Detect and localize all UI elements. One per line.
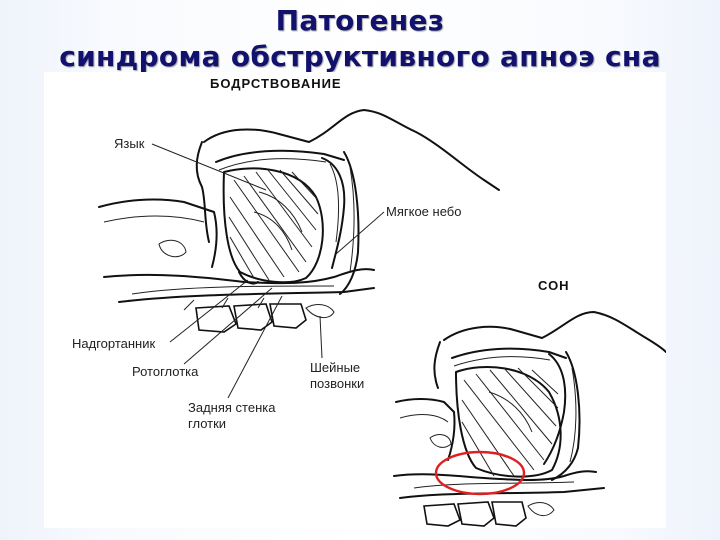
anatomy-figure-panel: БОДРСТВОВАНИЕ Язык Мягкое небо Надгортан… [44, 72, 666, 528]
label-soft-palate: Мягкое небо [386, 204, 461, 219]
airway-obstruction-highlight [434, 450, 526, 496]
sleep-anatomy-drawing [393, 311, 666, 527]
epiglottis-leader-line [169, 279, 249, 343]
posterior-wall-leader-line [227, 295, 283, 399]
oropharynx-leader-line [183, 287, 273, 365]
awake-state-header: БОДРСТВОВАНИЕ [210, 76, 342, 91]
airway-anatomy-diagram: БОДРСТВОВАНИЕ Язык Мягкое небо Надгортан… [72, 76, 666, 527]
label-posterior-wall-line1: Задняя стенка [188, 400, 276, 415]
label-cervical-vertebrae-line2: позвонки [310, 376, 364, 391]
label-posterior-wall-line2: глотки [188, 416, 226, 431]
label-oropharynx: Ротоглотка [132, 364, 199, 379]
slide-title-line-2: синдрома обструктивного апноэ сна [59, 40, 661, 73]
tongue-leader-line [151, 143, 267, 191]
awake-anatomy-drawing [98, 109, 500, 333]
sleep-state-header: СОН [538, 278, 570, 293]
label-cervical-vertebrae-line1: Шейные [310, 360, 360, 375]
label-epiglottis: Надгортанник [72, 336, 155, 351]
soft-palate-leader-line [335, 211, 385, 255]
slide-title-line-1: Патогенез [275, 4, 445, 37]
label-tongue: Язык [114, 136, 145, 151]
cervical-vertebrae-leader-line [319, 315, 323, 359]
